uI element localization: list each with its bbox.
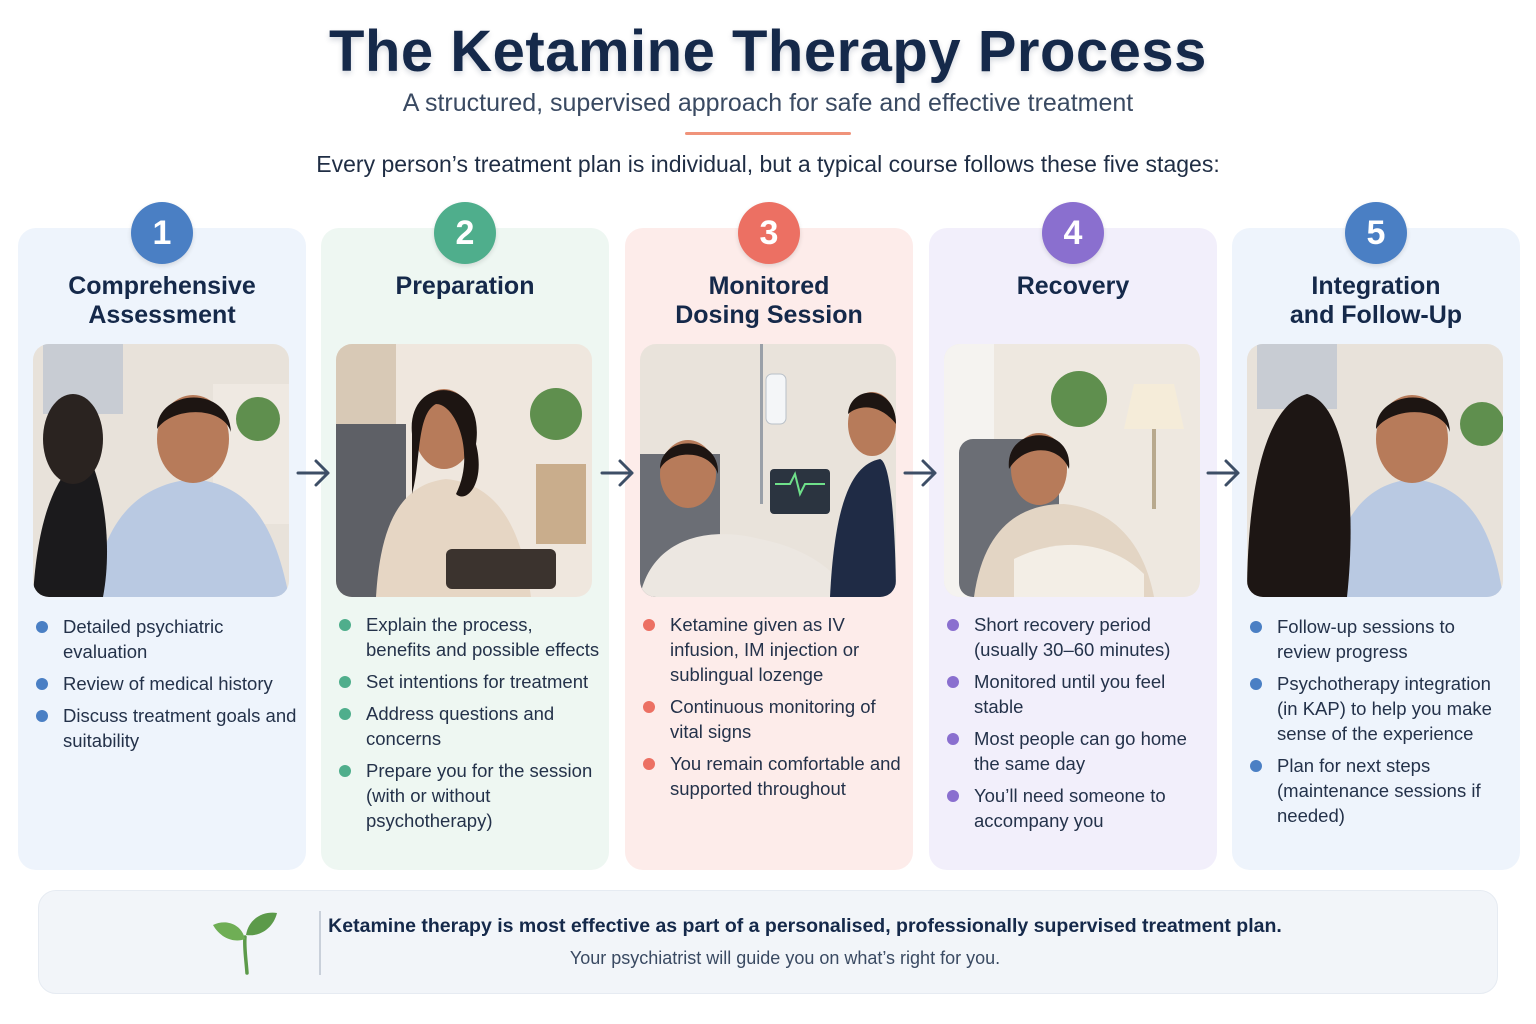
stage-bullet: Detailed psychiatric evaluation [36,614,298,664]
iv-monitoring-photo [640,344,896,597]
arrow-right-icon [903,459,937,487]
stage-bullet: Set intentions for treatment [339,669,601,694]
stage-number-badge: 2 [434,202,496,264]
arrow-right-icon [296,459,330,487]
stage-bullet: Psychotherapy integration (in KAP) to he… [1250,671,1512,746]
page-title: The Ketamine Therapy Process [329,19,1207,84]
patient-preparing-photo [336,344,592,597]
stage-title: Comprehensive Assessment [68,272,256,329]
stage-bullet: Explain the process, benefits and possib… [339,612,601,662]
stage-number-badge: 3 [738,202,800,264]
stage-bullet-list: Explain the process, benefits and possib… [339,612,601,840]
follow-up-session-photo [1247,344,1503,597]
footer-line2: Your psychiatrist will guide you on what… [569,948,1001,968]
stage-bullet: Continuous monitoring of vital signs [643,694,905,744]
stage-bullet: Follow-up sessions to review progress [1250,614,1512,664]
stage-number-badge: 5 [1345,202,1407,264]
stage-bullet: Discuss treatment goals and suitability [36,703,298,753]
stage-bullet: Most people can go home the same day [947,726,1209,776]
stage-bullet: Monitored until you feel stable [947,669,1209,719]
arrow-right-icon [600,459,634,487]
stage-number-badge: 4 [1042,202,1104,264]
stage-bullet-list: Ketamine given as IV infusion, IM inject… [643,612,905,808]
stage-bullet: Ketamine given as IV infusion, IM inject… [643,612,905,687]
footer-divider [319,911,321,975]
stage-title: Preparation [395,272,535,300]
footer-line1: Ketamine therapy is most effective as pa… [328,915,1282,937]
intro-text: Every person’s treatment plan is individ… [316,151,1220,177]
stage-bullet: Review of medical history [36,671,298,696]
arrow-right-icon [1206,459,1240,487]
stage-bullet: Short recovery period (usually 30–60 min… [947,612,1209,662]
stage-title: Monitored Dosing Session [675,272,863,329]
stage-title: Recovery [1016,272,1130,300]
stage-bullet-list: Short recovery period (usually 30–60 min… [947,612,1209,840]
doctor-consultation-photo [33,344,289,597]
stage-bullet: You’ll need someone to accompany you [947,783,1209,833]
stage-bullet: Address questions and concerns [339,701,601,751]
stage-bullet: You remain comfortable and supported thr… [643,751,905,801]
title-divider [685,132,851,135]
footer-note: Ketamine therapy is most effective as pa… [38,890,1498,994]
stage-title: Integration and Follow-Up [1289,272,1463,329]
stage-number-badge: 1 [131,202,193,264]
stage-bullet: Plan for next steps (maintenance session… [1250,753,1512,828]
sprout-icon [213,912,277,975]
patient-resting-photo [944,344,1200,597]
stage-bullet: Prepare you for the session (with or wit… [339,758,601,833]
page-subtitle: A structured, supervised approach for sa… [402,89,1134,117]
